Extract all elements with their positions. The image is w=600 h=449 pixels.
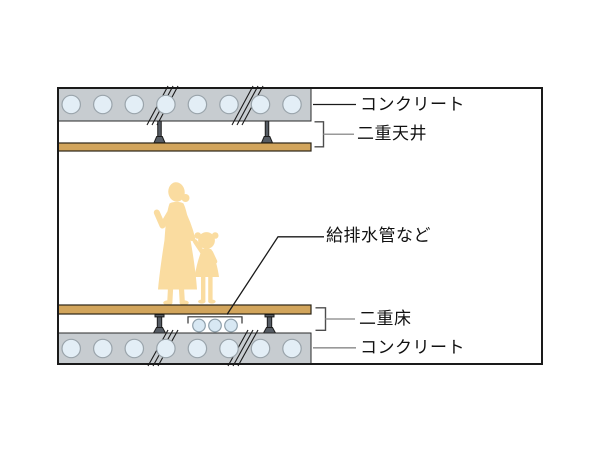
child-head (198, 232, 215, 249)
hatch-mark (236, 85, 259, 126)
pipe (192, 318, 206, 333)
child-figure (192, 232, 219, 304)
label-concrete-top: コンクリート (360, 95, 465, 114)
void-circle (282, 94, 302, 115)
pipes-group (192, 318, 238, 333)
mother-foot (163, 300, 173, 306)
frame-border (57, 87, 543, 365)
child-arm-holding-hand (192, 239, 205, 255)
mother-body-dress (158, 201, 197, 290)
mother-raised-arm (153, 209, 174, 229)
ceiling-hanger-stem (264, 120, 270, 138)
label-double-ceiling: 二重天井 (357, 124, 427, 143)
mother-arm-holding-hand (179, 209, 196, 242)
void-circle (187, 94, 208, 115)
mother-figure (153, 182, 197, 306)
void-circle (124, 94, 145, 115)
mother-legs (167, 286, 185, 306)
label-double-floor: 二重床 (359, 309, 412, 328)
void-circle (250, 94, 271, 115)
hatch-mark (231, 85, 254, 126)
void-circle (219, 338, 239, 359)
bracket-double-ceiling (314, 121, 325, 148)
void-circle (61, 94, 81, 115)
pipes-bracket (187, 316, 243, 324)
mother-foot (179, 300, 189, 306)
void-circle (124, 338, 145, 359)
void-circle (156, 94, 176, 115)
void-circle (61, 338, 81, 359)
void-circle (156, 338, 176, 359)
void-circle (250, 338, 271, 359)
ceiling-hanger-base (260, 136, 274, 144)
bracket-double-floor (315, 307, 327, 331)
child-foot (198, 299, 206, 304)
ceiling-board (57, 142, 312, 152)
label-pipes: 給排水管など (326, 226, 431, 245)
leader-line-pipes (226, 236, 324, 315)
void-circle (219, 94, 239, 115)
hatch-mark (237, 329, 259, 367)
label-concrete-bottom: コンクリート (360, 338, 465, 357)
mother-hair-bun (181, 194, 190, 202)
ceiling-hanger-stem (157, 120, 162, 138)
floor-board (57, 304, 312, 315)
pipe (208, 318, 222, 333)
child-legs (201, 274, 213, 303)
hatch-mark (232, 329, 254, 367)
void-circle (93, 94, 113, 115)
ceiling-hangers (153, 120, 274, 144)
floor-support-base (152, 327, 167, 334)
void-circle (282, 338, 302, 359)
bottom-concrete-slab (57, 329, 312, 367)
void-circle (93, 338, 113, 359)
pipe (224, 318, 238, 333)
top-concrete-slab (57, 85, 312, 126)
bottom-slab-void-circles (61, 338, 302, 359)
mother-and-child-silhouette (153, 182, 219, 306)
child-arm (208, 250, 218, 264)
top-slab-void-circles (61, 94, 302, 115)
floor-support-base (262, 327, 277, 334)
floor-support-stem (156, 316, 163, 329)
floor-support-stem (266, 316, 273, 329)
mother-head (168, 182, 185, 202)
child-foot (208, 299, 216, 304)
ceiling-hanger-base (153, 136, 166, 144)
void-circle (187, 338, 208, 359)
